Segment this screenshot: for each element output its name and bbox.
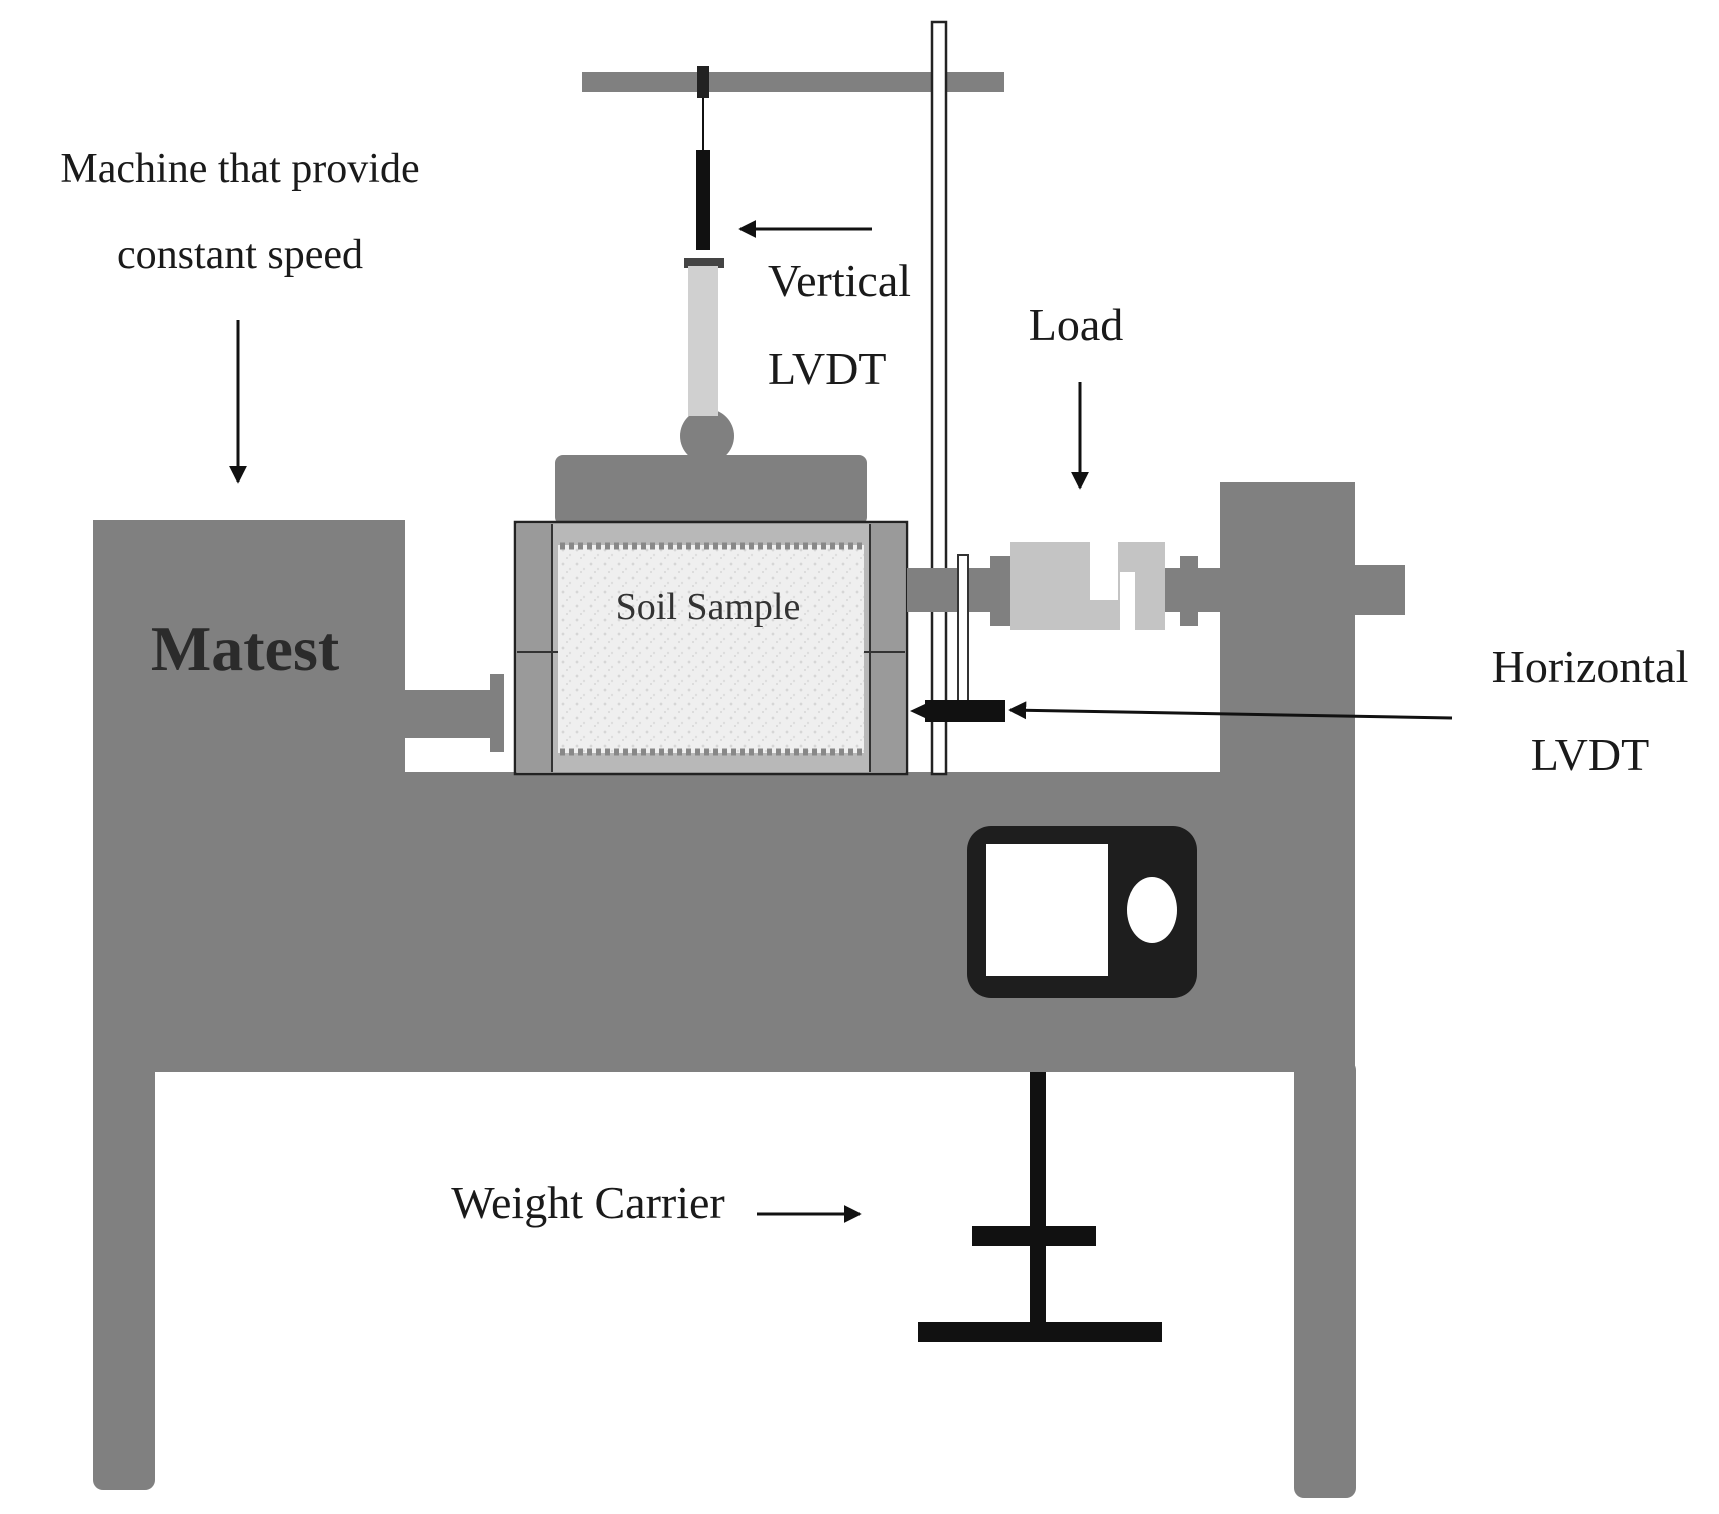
guide-pole: [930, 20, 948, 776]
lvdt-collar: [684, 258, 724, 268]
loading-cap: [555, 455, 867, 525]
load-cell-icon: [1010, 542, 1165, 630]
hanger-base-plate: [918, 1322, 1162, 1342]
shear-box: Soil Sample Matest: [151, 409, 909, 776]
motor-shaft-flange: [490, 674, 504, 752]
right-column-nub: [1355, 565, 1405, 615]
load-rod-flange: [1180, 556, 1198, 626]
shear-box-left-wall: [517, 524, 552, 772]
shear-box-right-wall: [870, 524, 905, 772]
vertical-lvdt-label-line2: LVDT: [768, 343, 886, 394]
horizontal-lvdt-label-line2: LVDT: [1531, 729, 1649, 780]
machine-label-line1: Machine that provide: [60, 146, 419, 192]
right-leg: [1294, 1060, 1356, 1498]
hanger-rod: [1030, 1072, 1046, 1332]
push-rod-flange: [990, 556, 1010, 626]
right-column: [1220, 482, 1355, 782]
left-leg: [93, 1060, 155, 1490]
annotations: Machine that provide constant speed Vert…: [60, 146, 1688, 1228]
soil-sample: [558, 545, 864, 753]
vertical-lvdt-assembly: [582, 66, 1004, 416]
motor-housing: [93, 520, 405, 780]
load-label: Load: [1029, 299, 1124, 350]
vertical-lvdt-icon: [696, 150, 710, 250]
horizontal-lvdt-label-line1: Horizontal: [1492, 641, 1689, 692]
lvdt-stem: [957, 554, 969, 706]
horizontal-lvdt-arrow: [1008, 701, 1453, 720]
display-knob-icon: [1127, 877, 1177, 943]
motor-shaft: [405, 690, 497, 738]
top-crossbar: [582, 72, 1004, 92]
weight-carrier-label: Weight Carrier: [451, 1177, 724, 1228]
display-screen: [986, 844, 1108, 976]
loading-ball: [680, 409, 734, 463]
vertical-rod: [688, 266, 718, 416]
hanger-cross-plate: [972, 1226, 1096, 1246]
horizontal-lvdt-icon: [925, 700, 1005, 722]
guide-pole-shaft: [930, 20, 948, 776]
vertical-lvdt-label-line1: Vertical: [768, 255, 911, 306]
machine-label-line2: constant speed: [117, 232, 363, 278]
brand-logo-text: Matest: [151, 613, 340, 684]
load-cell-body-left: [1010, 542, 1036, 630]
lvdt-tip: [910, 704, 925, 718]
soil-sample-label: Soil Sample: [616, 586, 801, 628]
weight-carrier: [918, 1072, 1162, 1342]
display-unit: [967, 826, 1197, 998]
crossbar-clamp: [697, 66, 709, 98]
horizontal-load-train: [907, 542, 1223, 722]
